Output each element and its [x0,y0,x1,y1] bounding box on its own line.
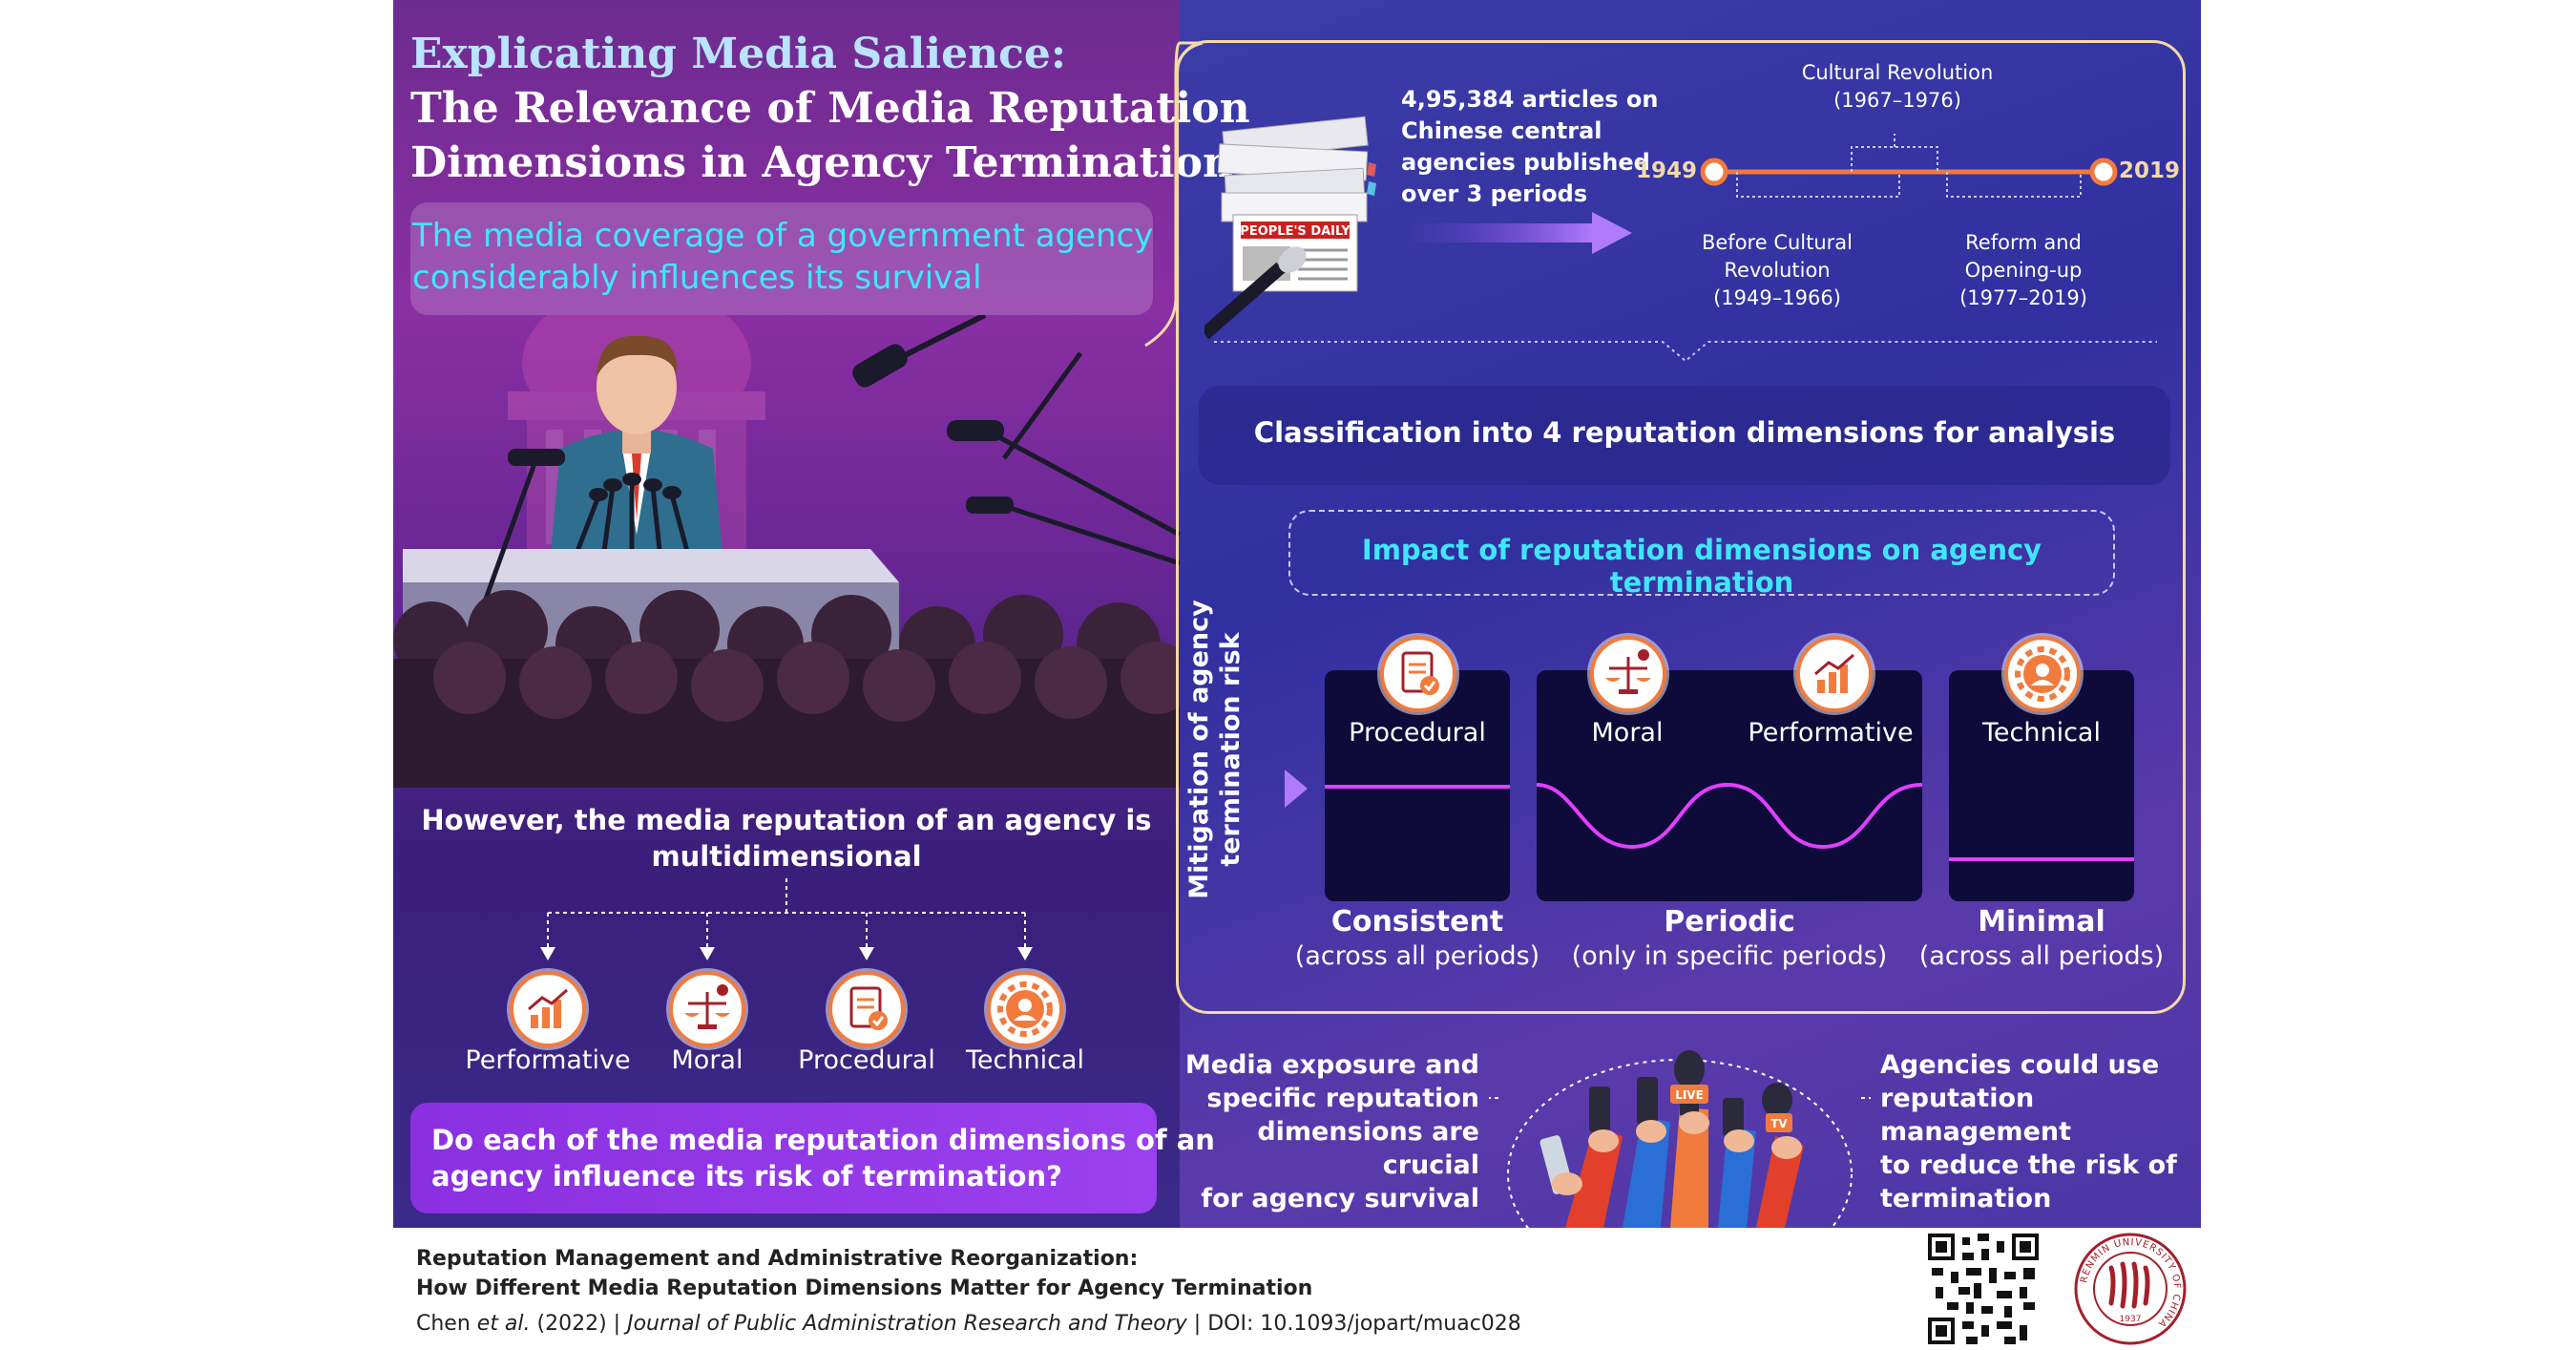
data-source-line-3: agencies published [1401,149,1650,176]
before-years: (1949–1966) [1713,286,1841,309]
conclusion-left-line-3: dimensions are crucial [1257,1117,1479,1180]
y-axis-arrow-icon [1285,770,1308,808]
title-line-3: Dimensions in Agency Termination [410,138,1233,187]
conclusion-right-line-1: Agencies could use [1880,1050,2160,1080]
plot-label-performative: Performative [1748,718,1914,748]
cultural-revolution-name: Cultural Revolution [1801,61,1994,84]
performative-chart-icon [1796,636,1873,712]
subtitle-box [410,202,1153,315]
before-line-1: Before Cultural [1701,231,1853,254]
impact-title-box [1288,510,2115,596]
findings-frame [1176,40,2186,1014]
footer-citation: Chen et al. (2022) | Journal of Public A… [416,1312,1521,1336]
data-source-line-4: over 3 periods [1401,180,1588,207]
reform-line-1: Reform and [1965,231,2082,254]
conclusion-left-line-1: Media exposure and [1184,1050,1479,1080]
cultural-revolution-years: (1967–1976) [1833,89,1961,112]
footer-author: Chen [416,1312,477,1336]
technical-gear-icon [2004,636,2081,712]
result-consistent-title: Consistent [1330,905,1504,939]
impact-title-text: Impact of reputation dimensions on agenc… [1361,534,2042,599]
conclusion-right-line-4: termination [1880,1184,2052,1213]
timeline-reform-opening-up: Reform and Opening-up (1977–2019) [1928,229,2119,312]
dimension-label-procedural: Procedural [798,1045,935,1075]
dimension-label-performative: Performative [465,1045,631,1075]
plot-label-procedural: Procedural [1349,718,1486,748]
procedural-clipboard-icon [828,971,905,1047]
footer-doi: | DOI: 10.1093/jopart/muac028 [1186,1312,1521,1336]
tv-badge: TV [1770,1117,1788,1130]
data-source-line-1: 4,95,384 articles on [1401,86,1659,113]
dimension-label-moral: Moral [671,1045,743,1075]
moral-scale-icon [1590,636,1666,712]
title-line-1: Explicating Media Salience: [410,30,1067,78]
y-axis-label-line-1: Mitigation of agency [1184,600,1214,899]
hands-microphones-icon: LIVE TV [1489,1050,1871,1228]
footer-journal: Journal of Public Administration Researc… [627,1312,1187,1336]
y-axis-label-line-2: termination risk [1216,632,1246,867]
classification-text: Classification into 4 reputation dimensi… [1253,416,2116,449]
newspaper-stack-icon: PEOPLE'S DAILY [1217,116,1376,292]
result-consistent-sub: (across all periods) [1294,941,1540,971]
conclusion-left: Media exposure and specific reputation d… [1174,1048,1479,1215]
footer-et-al: et al. [476,1312,531,1336]
footer-paper-title-line-2: How Different Media Reputation Dimension… [416,1276,1313,1300]
result-minimal-title: Minimal [1978,905,2105,939]
result-minimal-sub: (across all periods) [1918,941,2165,971]
timeline-start-year: 1949 [1636,158,1698,183]
timeline-axis [1700,134,2118,198]
classification-box [1199,386,2170,485]
question-box [410,1103,1157,1213]
dimension-connector-lines [540,878,1033,960]
question-line-2: agency influence its risk of termination… [431,1160,1062,1192]
frame-connector-curve [1144,41,1203,348]
timeline-before-cultural-revolution: Before Cultural Revolution (1949–1966) [1682,229,1873,312]
press-conference-illustration [393,315,1180,788]
before-line-2: Revolution [1724,259,1831,282]
data-source-line-2: Chinese central [1401,117,1602,144]
conclusion-right-line-2: reputation management [1880,1084,2072,1147]
multidimensional-text-line-1: However, the media reputation of an agen… [421,804,1152,836]
newspaper-label: PEOPLE'S DAILY [1240,224,1351,239]
plot-label-moral: Moral [1591,718,1664,748]
consistent-line [1325,785,1510,789]
reform-years: (1977–2019) [1959,286,2087,309]
data-source-text: 4,95,384 articles on Chinese central age… [1401,84,1658,210]
subtitle-line-2: considerably influences its survival [412,259,982,297]
dimension-label-technical: Technical [966,1045,1084,1075]
title-line-2: The Relevance of Media Reputation [410,84,1250,133]
multidimensional-text-line-2: multidimensional [651,840,922,873]
periodic-wave [1537,782,1922,850]
minimal-line [1949,857,2134,861]
podium-microphones-icon [572,482,692,559]
moral-scale-icon [669,971,745,1047]
conclusion-right-line-3: to reduce the risk of [1880,1150,2177,1180]
reform-line-2: Opening-up [1964,259,2083,282]
conclusion-left-line-4: for agency survival [1201,1184,1479,1213]
renmin-university-seal-icon: RENMIN UNIVERSITY OF CHINA 1937 [2074,1233,2187,1345]
y-axis-label: Mitigation of agency termination risk [1183,592,1250,907]
subtitle-line-1: The media coverage of a government agenc… [412,217,1154,255]
technical-gear-icon [987,971,1063,1047]
dotted-divider [1214,341,2157,363]
timeline-end-year: 2019 [2119,158,2181,183]
result-periodic-title: Periodic [1664,905,1795,939]
performative-chart-icon [510,971,586,1047]
conclusion-left-line-2: specific reputation [1206,1084,1479,1113]
question-line-1: Do each of the media reputation dimensio… [431,1124,1215,1156]
timeline-cultural-revolution: Cultural Revolution (1967–1976) [1792,59,2002,115]
live-badge: LIVE [1675,1088,1704,1102]
footer-year: (2022) | [530,1312,628,1336]
seal-year: 1937 [2120,1315,2142,1324]
podium-table [403,549,899,582]
handheld-microphone-icon [1204,246,1307,340]
footer-paper-title-line-1: Reputation Management and Administrative… [416,1247,1139,1271]
qr-code-icon[interactable] [1928,1234,2039,1344]
data-arrow-icon [1413,212,1632,254]
result-periodic-sub: (only in specific periods) [1571,941,1888,971]
plot-label-technical: Technical [1982,718,2101,748]
procedural-clipboard-icon [1380,636,1456,712]
conclusion-right: Agencies could use reputation management… [1880,1048,2195,1215]
